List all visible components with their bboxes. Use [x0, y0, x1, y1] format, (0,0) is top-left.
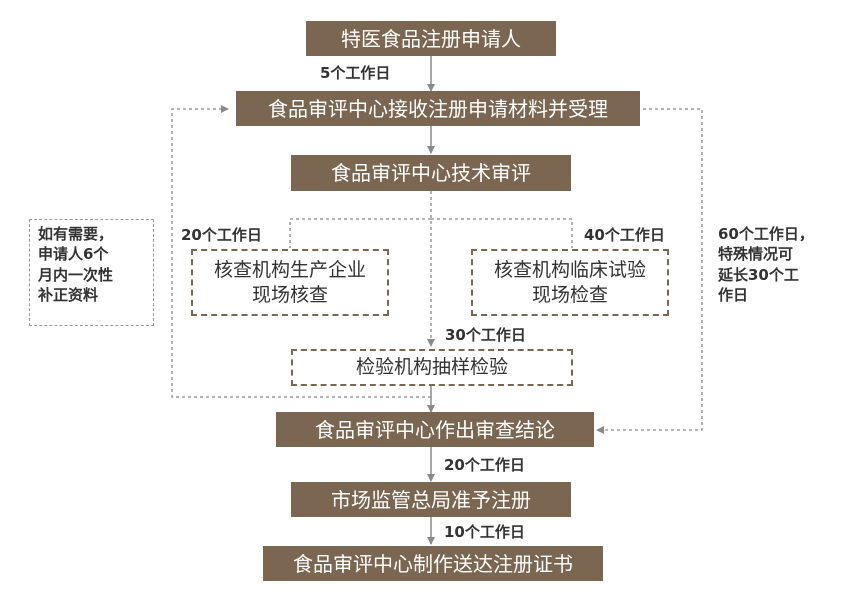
dashed-branch-clinical: [431, 218, 573, 248]
node-tech-review: 食品审评中心技术审评: [291, 155, 571, 191]
note-supplement: 如有需要， 申请人6个 月内一次性 补正资料: [29, 219, 154, 326]
node-applicant: 特医食品注册申请人: [306, 21, 556, 56]
label-5-days: 5个工作日: [320, 64, 391, 82]
node-clinical-check: 核查机构临床试验 现场检查: [471, 249, 669, 316]
dashed-branch-production: [289, 218, 431, 248]
dashed-loop-left: [171, 105, 431, 398]
node-accept: 食品审评中心接收注册申请材料并受理: [236, 91, 640, 126]
node-approval: 市场监管总局准予注册: [291, 482, 571, 517]
node-sampling: 检验机构抽样检验: [291, 349, 573, 386]
dashed-loop-right: [596, 108, 703, 434]
label-30-days-sampling: 30个工作日: [445, 326, 526, 344]
label-20-days-approval: 20个工作日: [444, 456, 525, 474]
node-production-check: 核查机构生产企业 现场核查: [191, 249, 389, 316]
node-conclusion: 食品审评中心作出审查结论: [276, 412, 594, 447]
label-10-days-certificate: 10个工作日: [444, 523, 525, 541]
label-40-days-clinical: 40个工作日: [584, 226, 665, 244]
node-certificate: 食品审评中心制作送达注册证书: [263, 546, 603, 581]
note-review-period: 60个工作日， 特殊情况可 延长30个工 作日: [718, 225, 814, 304]
label-20-days-production: 20个工作日: [181, 226, 262, 244]
